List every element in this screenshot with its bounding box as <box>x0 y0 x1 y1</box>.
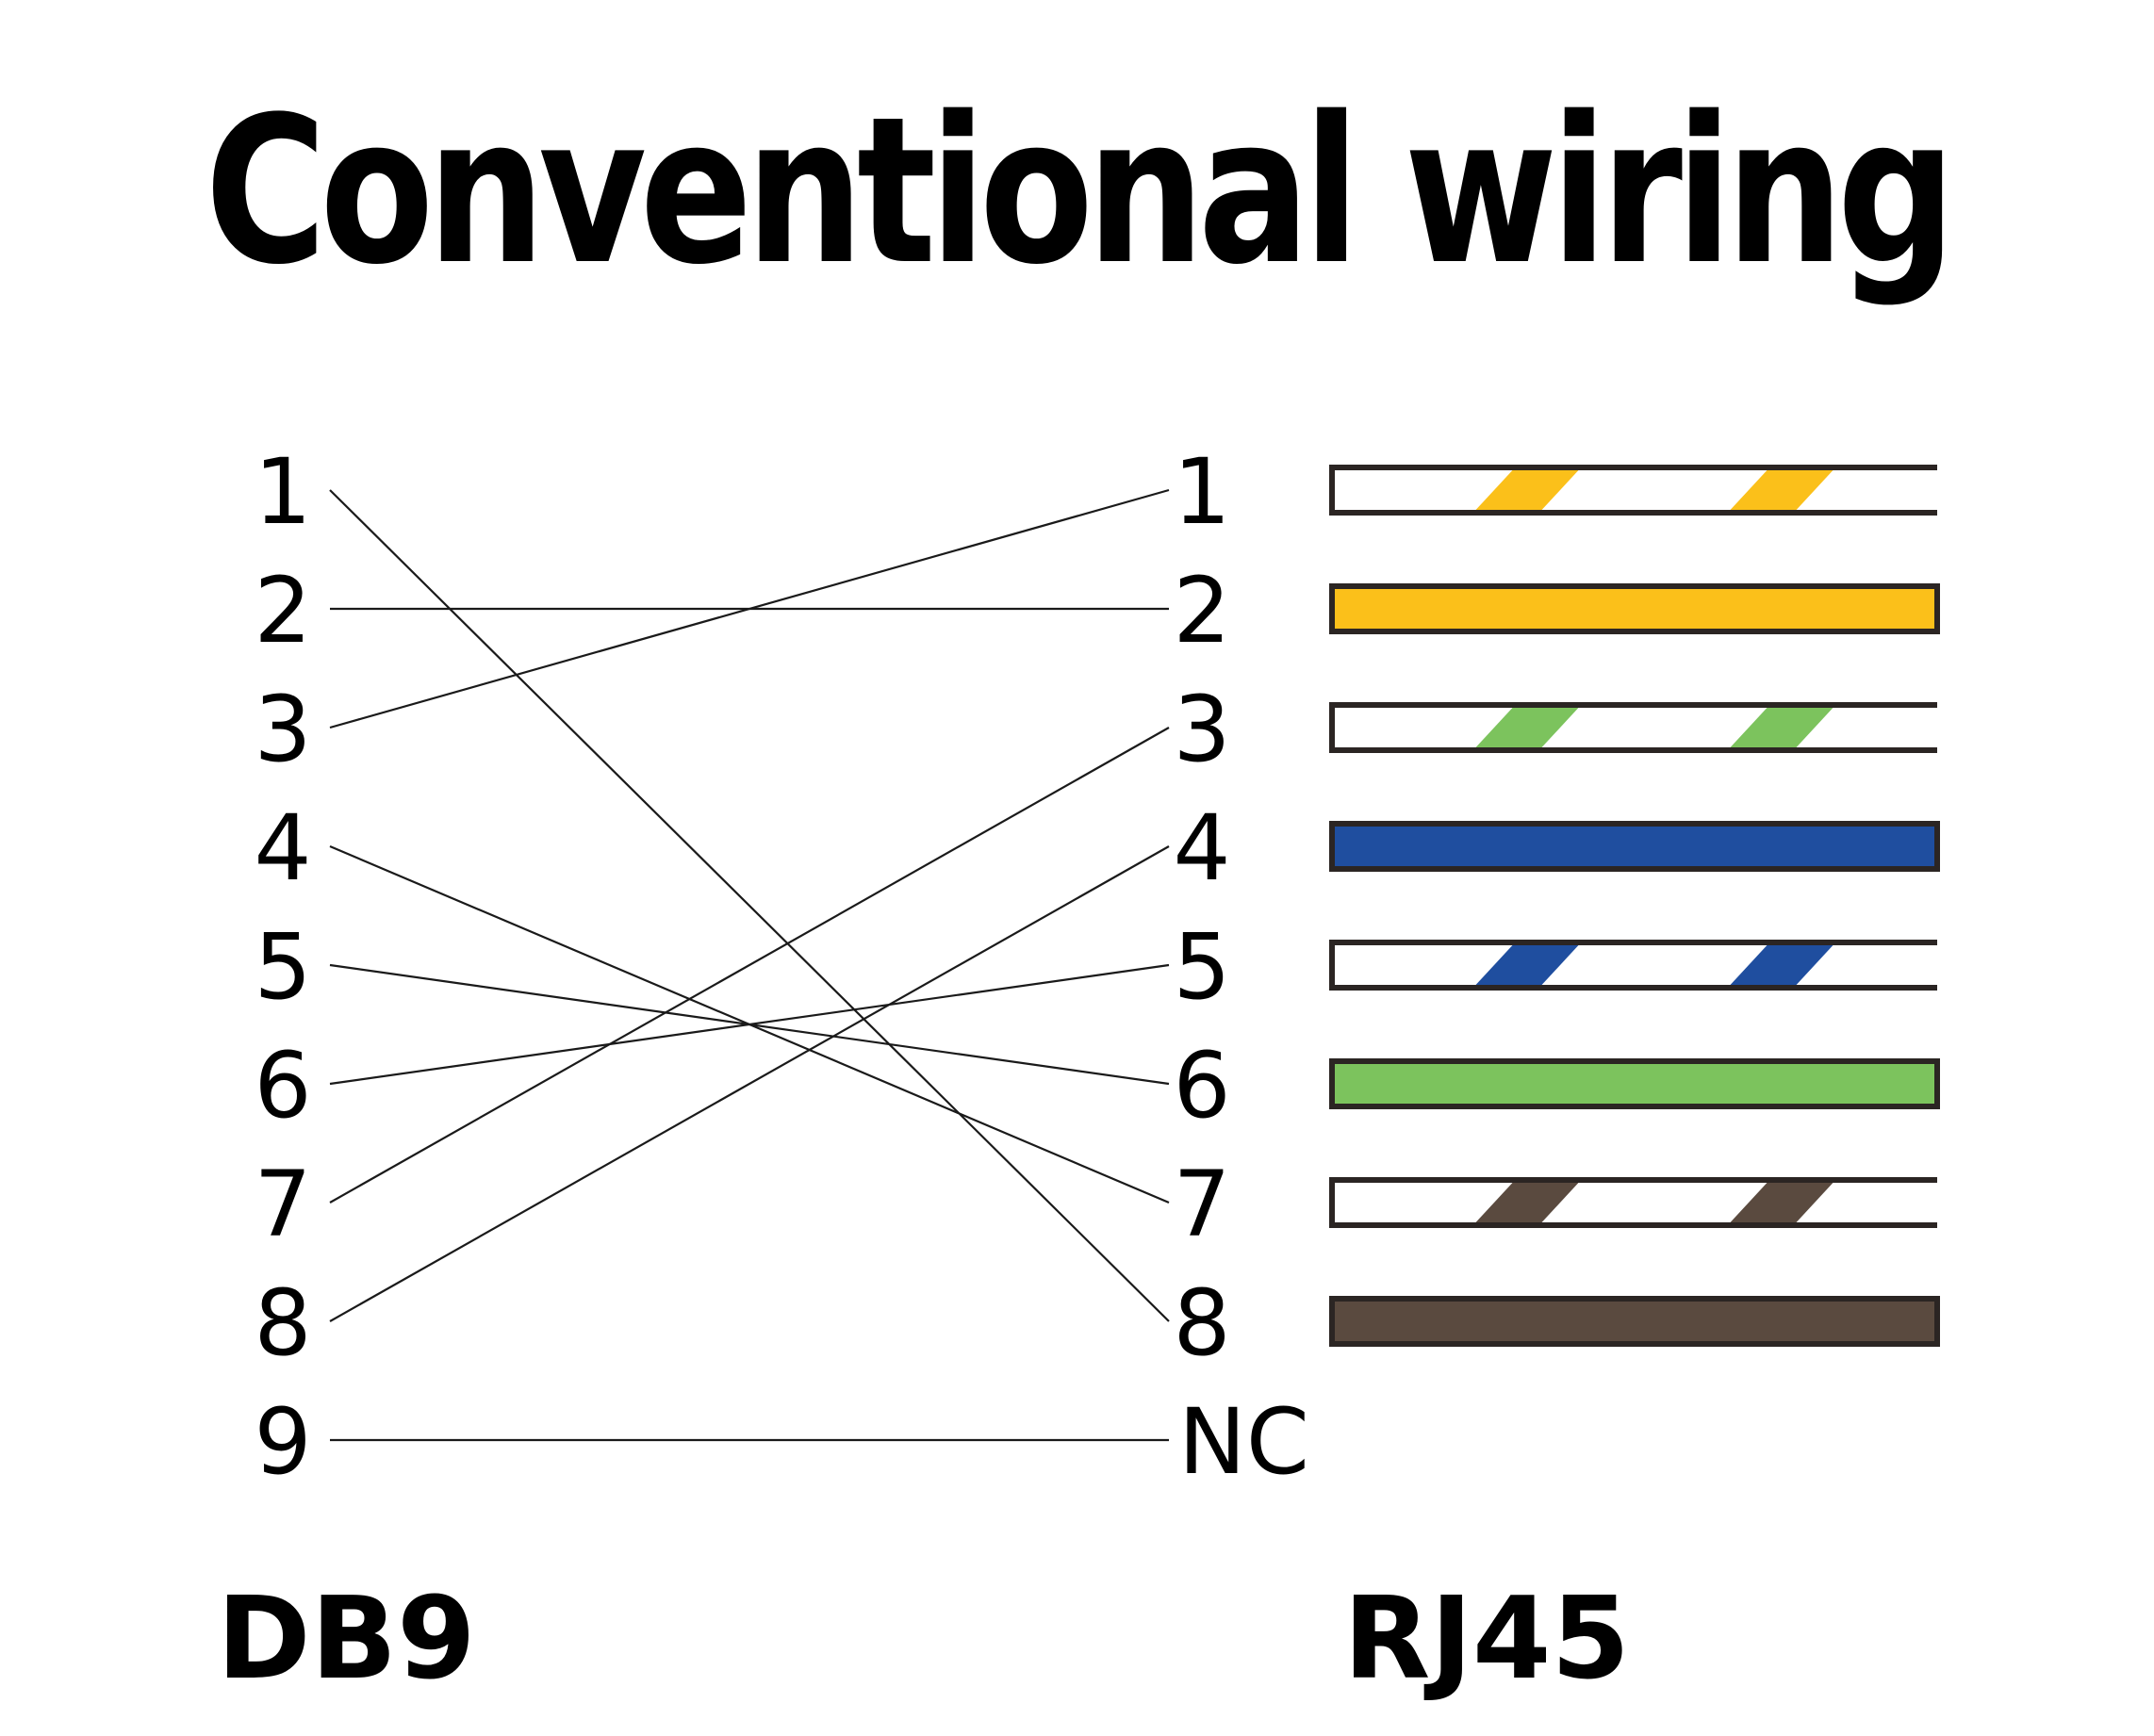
rj45-pin-5: 5 <box>1173 914 1230 1020</box>
rj45-wire-8 <box>1329 1296 1940 1347</box>
rj45-pin-6: 6 <box>1173 1033 1230 1138</box>
db9-pin-9: 9 <box>254 1389 311 1495</box>
rj45-wire-colors <box>1329 465 1940 1347</box>
rj45-pin-8: 8 <box>1173 1270 1230 1376</box>
wire-db9-7-to-rj45-3 <box>329 727 1170 1204</box>
db9-pin-7: 7 <box>254 1152 311 1257</box>
rj45-wire-7 <box>1329 1177 1937 1228</box>
rj45-pin-3: 3 <box>1173 677 1230 782</box>
wire-db9-6-to-rj45-5 <box>329 963 1170 1086</box>
rj45-wire-4 <box>1329 821 1940 872</box>
wire-db9-1-to-rj45-8 <box>329 489 1170 1322</box>
rj45-wire-2 <box>1329 583 1940 634</box>
db9-pin-2: 2 <box>254 558 311 663</box>
rj45-wire-5 <box>1329 940 1937 991</box>
wire-db9-8-to-rj45-4 <box>329 845 1170 1322</box>
rj45-wire-6 <box>1329 1058 1940 1109</box>
diagram-title: Conventional wiring <box>205 73 1956 309</box>
rj45-pin-labels: 1 2 3 4 5 6 7 8NC <box>1173 439 1308 1495</box>
db9-pin-4: 4 <box>254 795 311 901</box>
rj45-pin-2: 2 <box>1173 558 1230 663</box>
db9-pin-3: 3 <box>254 677 311 782</box>
db9-pin-6: 6 <box>254 1033 311 1138</box>
rj45-pin-1: 1 <box>1173 439 1230 545</box>
rj45-connector-label: RJ45 <box>1343 1574 1630 1705</box>
rj45-pin-nc: NC <box>1178 1389 1309 1495</box>
rj45-pin-7: 7 <box>1173 1152 1230 1257</box>
rj45-wire-3 <box>1329 702 1937 753</box>
rj45-pin-4: 4 <box>1173 795 1230 901</box>
db9-pin-8: 8 <box>254 1270 311 1376</box>
db9-pin-labels: 1 2 3 4 5 6 7 8 9 <box>254 439 311 1495</box>
wire-db9-3-to-rj45-1 <box>329 488 1170 729</box>
db9-pin-5: 5 <box>254 914 311 1020</box>
db9-connector-label: DB9 <box>217 1574 476 1705</box>
connection-lines <box>329 488 1170 1442</box>
db9-pin-1: 1 <box>254 439 311 545</box>
rj45-wire-1 <box>1329 465 1937 516</box>
